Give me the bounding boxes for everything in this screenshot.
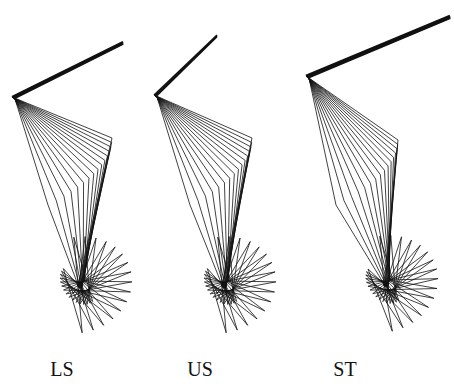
trunk-segment xyxy=(308,17,450,77)
trunk-segment xyxy=(14,44,123,98)
limb-stroke xyxy=(309,78,413,323)
limb-stroke xyxy=(13,98,131,297)
limb-stroke xyxy=(308,78,421,316)
trunk-segment xyxy=(155,36,217,96)
figure-label: LS xyxy=(50,358,73,381)
limb-stroke xyxy=(309,78,392,331)
limb-stroke xyxy=(157,97,226,333)
trunk-segment xyxy=(14,43,123,98)
limb-stroke xyxy=(13,98,128,300)
trunk-segment xyxy=(308,18,450,77)
limb-stroke xyxy=(14,99,113,319)
figure-label: ST xyxy=(333,358,356,381)
trunk-segment xyxy=(306,16,450,76)
trunk-segment xyxy=(307,17,450,77)
limb-stroke xyxy=(307,77,421,303)
trunk-segment xyxy=(156,37,217,96)
limb-stroke xyxy=(308,77,434,298)
limb-stroke xyxy=(15,99,93,330)
figure-label: US xyxy=(187,358,213,381)
limb-stroke xyxy=(14,98,127,301)
stick-figure xyxy=(306,16,450,331)
ankle-pivot xyxy=(383,281,389,287)
trunk-segment xyxy=(154,35,217,95)
trunk-segment xyxy=(156,36,217,96)
limb-stroke xyxy=(14,98,131,292)
limb-stroke xyxy=(156,97,257,319)
ankle-pivot xyxy=(77,282,83,288)
limb-stroke xyxy=(14,98,132,294)
limb-stroke xyxy=(307,77,433,300)
trunk-segment xyxy=(13,43,123,98)
stick-figure xyxy=(154,35,276,333)
ankle-pivot xyxy=(221,282,227,288)
limb-stroke xyxy=(309,78,403,328)
stick-figure xyxy=(12,42,132,333)
trunk-segment xyxy=(12,42,123,97)
limb-stroke xyxy=(15,99,82,333)
limb-stroke xyxy=(157,97,237,330)
